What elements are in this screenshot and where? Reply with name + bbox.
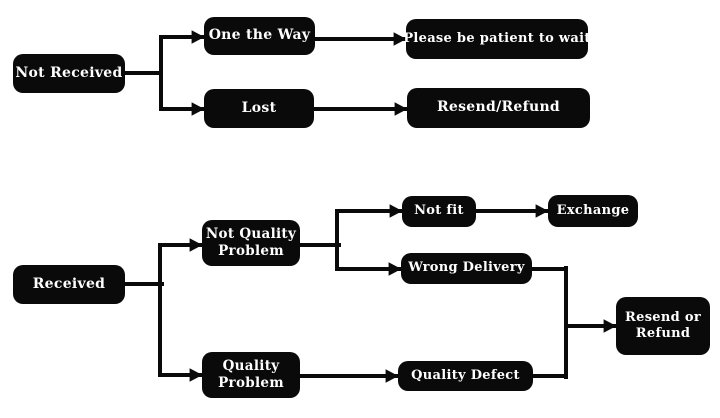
node-lost: Lost [204, 89, 314, 128]
node-quality-problem: Quality Problem [202, 352, 300, 398]
node-please-be-patient: Please be patient to wait [403, 19, 590, 59]
node-wrong-delivery: Wrong Delivery [401, 253, 532, 284]
node-not-received: Not Received [13, 54, 125, 93]
edge-not-quality-problem-to-not-fit [335, 204, 404, 247]
node-one-the-way: One the Way [204, 17, 315, 55]
node-not-fit: Not fit [402, 196, 476, 227]
edge-received-to-quality-problem [158, 282, 204, 382]
edge-not-received-to-one-the-way [159, 30, 206, 75]
edge-not-quality-problem-to-wrong-delivery [335, 243, 403, 276]
node-resend-or-refund: Resend or Refund [616, 297, 710, 355]
node-resend-refund: Resend/Refund [407, 88, 590, 128]
node-received: Received [13, 265, 125, 304]
edge-received-to-not-quality-problem [158, 238, 204, 286]
node-exchange: Exchange [548, 195, 638, 227]
node-quality-defect: Quality Defect [398, 361, 533, 391]
node-not-quality-problem: Not Quality Problem [202, 220, 300, 266]
edge-not-received-to-lost [159, 71, 206, 116]
